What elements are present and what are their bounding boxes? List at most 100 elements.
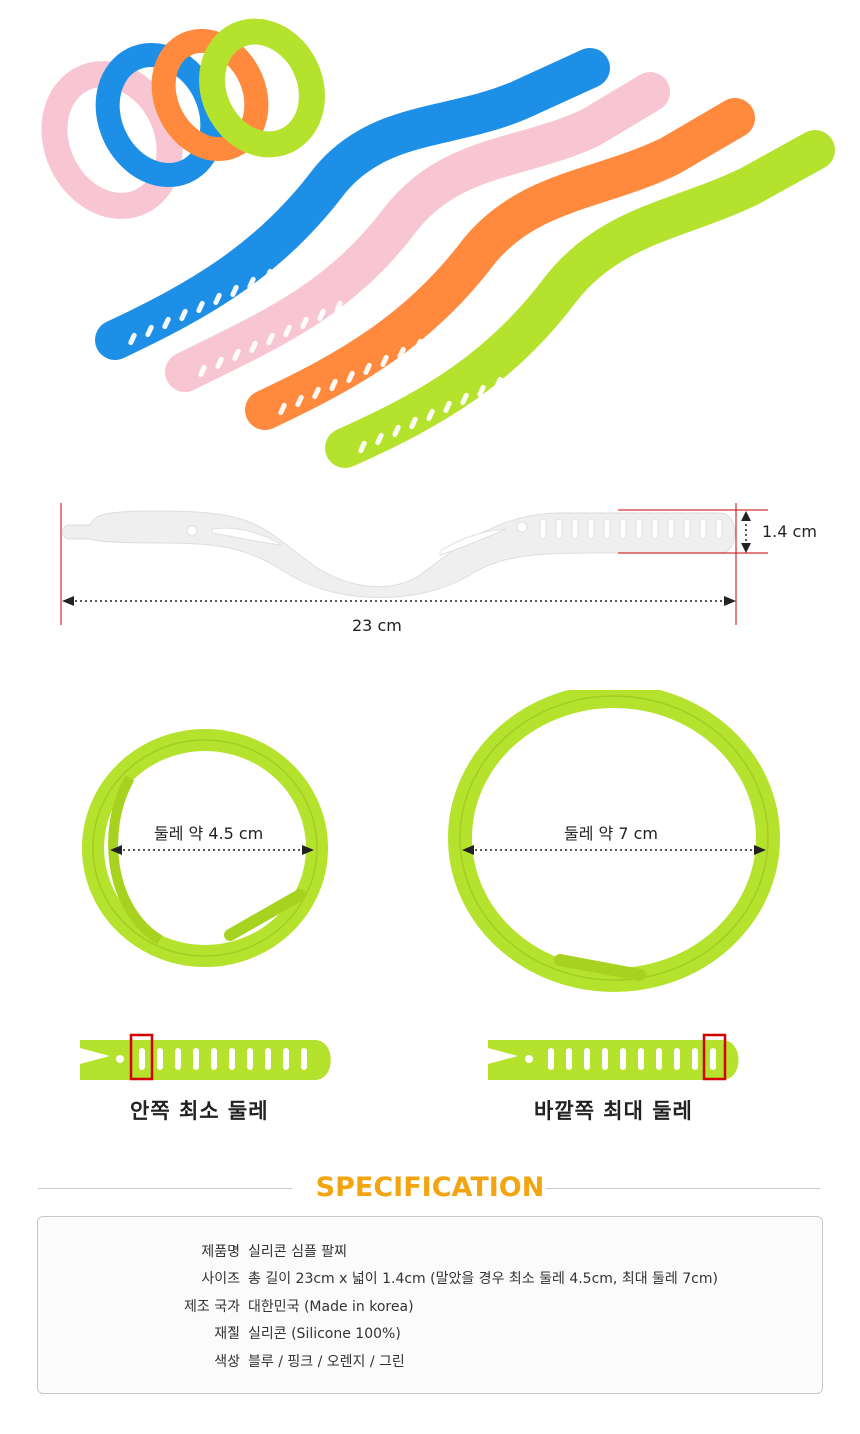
strap-hole <box>264 268 273 282</box>
strap-green <box>325 130 835 468</box>
strap-hole <box>363 362 372 376</box>
strap-hole <box>175 1048 181 1070</box>
min-hole-marker <box>129 1033 154 1081</box>
strap-hole <box>414 338 423 352</box>
strap-hole <box>312 386 321 400</box>
strap-hole <box>392 424 401 438</box>
spec-divider-left <box>38 1188 292 1189</box>
strap-hole <box>193 1048 199 1070</box>
strap-hole <box>283 324 292 338</box>
strap-hole <box>317 308 326 322</box>
strap-hole <box>380 354 389 368</box>
strap-hole <box>656 1048 662 1070</box>
strap-hole <box>211 1048 217 1070</box>
strap-hole <box>477 384 486 398</box>
strap-hole <box>198 364 207 378</box>
min-ring <box>82 729 328 967</box>
strap-hole <box>196 300 205 314</box>
flat-strap-silhouette <box>62 510 736 598</box>
spec-key: 색상 <box>214 1354 240 1370</box>
product-hero-image <box>0 0 860 480</box>
length-label: 23 cm <box>352 616 402 635</box>
strap-hole <box>128 332 137 346</box>
strap-hole <box>295 394 304 408</box>
strap-hole <box>230 284 239 298</box>
strap-hole <box>555 518 563 540</box>
strap-hole <box>674 1048 680 1070</box>
spec-key: 사이즈 <box>201 1271 240 1287</box>
spec-row: 재질 : 실리콘 (Silicone 100%) <box>38 1323 822 1345</box>
spec-title: SPECIFICATION <box>315 1172 545 1203</box>
spec-colon: : <box>232 1296 237 1312</box>
strap-orange <box>245 98 755 430</box>
min-circumference-label: 둘레 약 4.5 cm <box>150 820 268 844</box>
strap-hole <box>266 332 275 346</box>
strap-hole <box>249 340 258 354</box>
strap-hole <box>715 518 723 540</box>
spec-colon: : <box>232 1241 237 1257</box>
width-label: 1.4 cm <box>762 522 817 541</box>
spec-value: 실리콘 (Silicone 100%) <box>248 1326 401 1342</box>
spec-value: 총 길이 23cm x 넓이 1.4cm (말았을 경우 최소 둘레 4.5cm… <box>248 1271 718 1287</box>
strap-hole <box>548 1048 554 1070</box>
strap-hole <box>494 376 503 390</box>
dimension-diagram <box>0 495 860 635</box>
spec-row: 제품명 : 실리콘 심플 팔찌 <box>38 1241 822 1263</box>
spec-row: 제조 국가 : 대한민국 (Made in korea) <box>38 1296 822 1318</box>
strap-hole <box>699 518 707 540</box>
strap-hole <box>584 1048 590 1070</box>
spec-value: 실리콘 심플 팔찌 <box>248 1244 348 1260</box>
strap-hole <box>283 1048 289 1070</box>
strap-hole <box>539 518 547 540</box>
strap-blue <box>95 48 610 360</box>
strap-hole <box>375 432 384 446</box>
strap-hole <box>692 1048 698 1070</box>
strap-hole <box>619 518 627 540</box>
strap-hole <box>620 1048 626 1070</box>
strap-hole <box>603 518 611 540</box>
strap-hole <box>301 1048 307 1070</box>
spec-row: 색상 : 블루 / 핑크 / 오렌지 / 그린 <box>38 1351 822 1373</box>
circumference-diagram <box>0 690 860 1010</box>
spec-key: 재질 <box>214 1326 240 1342</box>
strap-hole <box>247 276 256 290</box>
strap-hole <box>667 518 675 540</box>
caption-outer-max: 바깥쪽 최대 둘레 <box>534 1099 693 1123</box>
strap-hole <box>460 392 469 406</box>
strap-hole <box>232 348 241 362</box>
spec-value: 블루 / 핑크 / 오렌지 / 그린 <box>248 1354 405 1370</box>
max-ring <box>448 690 780 992</box>
spec-value: 대한민국 (Made in korea) <box>248 1299 414 1315</box>
strap-hole <box>397 346 406 360</box>
spec-colon: : <box>232 1323 237 1339</box>
strap-hole <box>213 292 222 306</box>
strap-hole <box>346 370 355 384</box>
strap-hole <box>571 518 579 540</box>
spec-divider-right <box>546 1188 820 1189</box>
spec-key: 제품명 <box>201 1244 240 1260</box>
spec-row: 사이즈 : 총 길이 23cm x 넓이 1.4cm (말았을 경우 최소 둘레… <box>38 1268 822 1290</box>
hole-position-diagram <box>0 1030 860 1090</box>
strap-hole <box>329 378 338 392</box>
strap-hole <box>443 400 452 414</box>
strap-hole <box>635 518 643 540</box>
strap-hole <box>710 1048 716 1070</box>
strap-hole <box>145 324 154 338</box>
strap-hole <box>229 1048 235 1070</box>
strap-hole <box>409 416 418 430</box>
strap-hole <box>247 1048 253 1070</box>
strap-hole <box>566 1048 572 1070</box>
strap-hole <box>426 408 435 422</box>
strap-hole <box>179 308 188 322</box>
strap-hole <box>300 316 309 330</box>
strap-hole <box>139 1048 145 1070</box>
strap-hole <box>157 1048 163 1070</box>
strap-hole <box>602 1048 608 1070</box>
strap-hole <box>215 356 224 370</box>
strap-pink <box>165 72 670 392</box>
strap-hole <box>358 440 367 454</box>
strap-hole <box>278 402 287 416</box>
max-hole-marker <box>702 1033 727 1081</box>
strap-hole <box>334 300 343 314</box>
spec-colon: : <box>232 1268 237 1284</box>
